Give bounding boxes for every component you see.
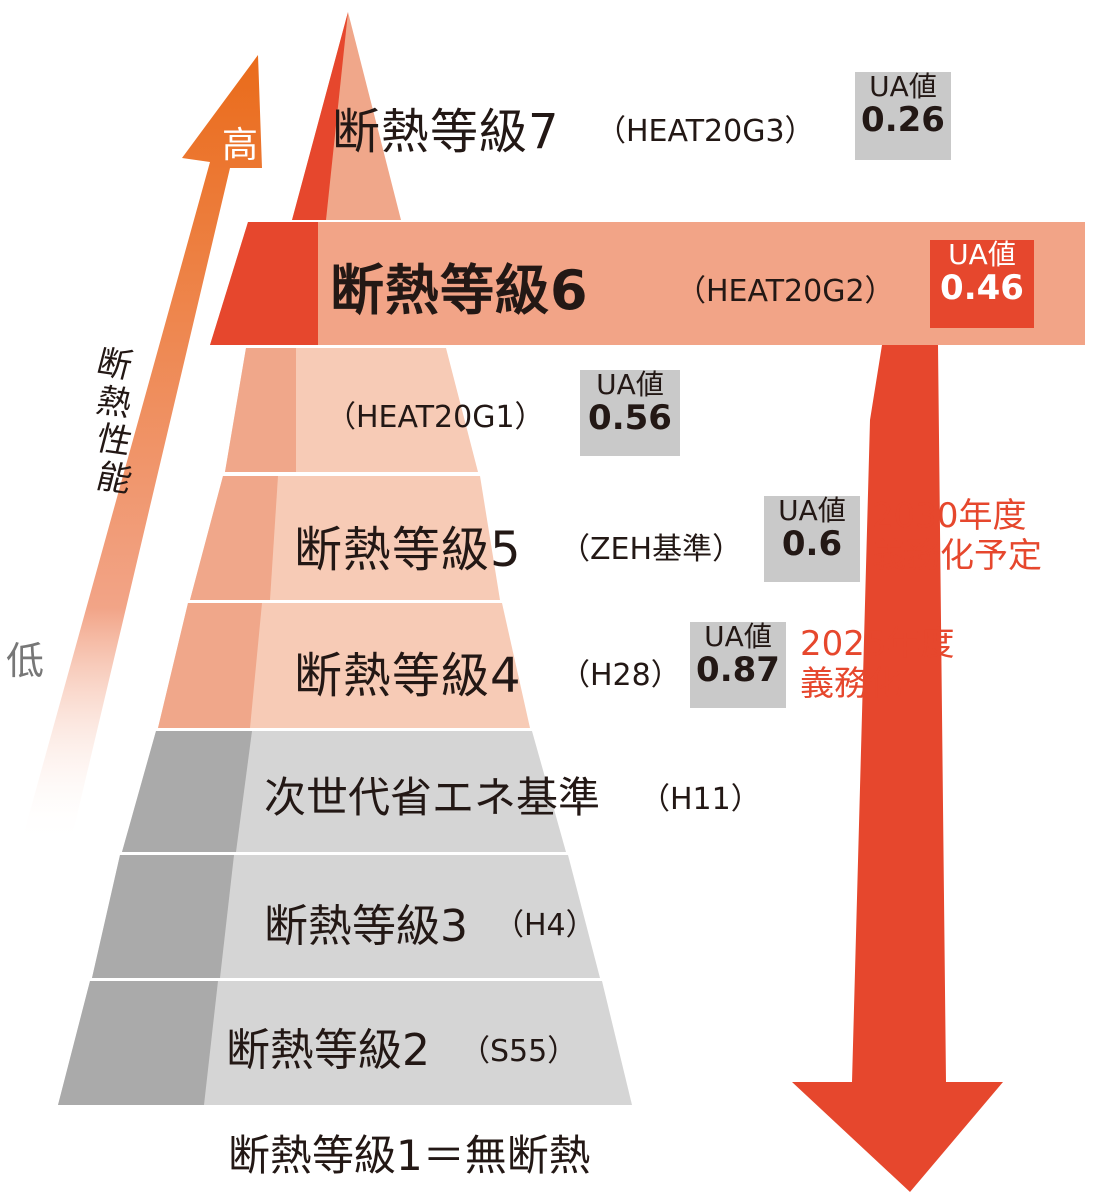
ua-value: 0.56	[588, 398, 672, 438]
grade4-subtitle: （H28）	[560, 658, 681, 693]
grade1-label: 断熱等級1＝無断熱	[228, 1131, 591, 1180]
grade2-title: 断熱等級2	[226, 1025, 430, 1076]
ua-value: 0.6	[781, 524, 843, 564]
axis-low-label: 低	[6, 639, 45, 683]
grade3-title: 断熱等級3	[264, 901, 468, 952]
g1-ua-box: UA値 0.56	[580, 370, 680, 456]
grade6-band-edge	[210, 222, 318, 345]
pyramid-apex-edge	[292, 12, 348, 220]
grade7-ua-box: UA値 0.26	[855, 72, 951, 160]
ua-label: UA値	[596, 368, 664, 401]
grade6-subtitle: （HEAT20G2）	[676, 274, 895, 309]
grade5-ua-box: UA値 0.6	[764, 496, 860, 582]
grade7-title: 断熱等級7	[332, 104, 560, 160]
ua-label: UA値	[778, 494, 846, 527]
grade6-title: 断熱等級6	[330, 259, 589, 322]
grade5-subtitle: （ZEH基準）	[560, 532, 743, 567]
grade2-band-edge	[58, 981, 218, 1105]
g1-band-edge	[225, 348, 296, 472]
grade5-mandate-note: 2030年度 義務化予定	[872, 496, 1042, 576]
downward-arrow	[792, 345, 1003, 1192]
ua-value: 0.46	[940, 268, 1024, 308]
grade5-note-status: 義務化予定	[872, 536, 1042, 576]
axis-title: 断熱性能	[88, 342, 128, 500]
h11-band-edge	[122, 731, 252, 852]
grade4-title: 断熱等級4	[294, 648, 522, 704]
g1-subtitle: （HEAT20G1）	[326, 400, 545, 435]
grade2-subtitle: （S55）	[460, 1034, 578, 1069]
h11-subtitle: （H11）	[640, 782, 761, 817]
grade5-note-year: 2030年度	[872, 496, 1027, 536]
h11-title: 次世代省エネ基準	[264, 773, 601, 822]
grade5-band-edge	[190, 476, 278, 600]
grade5-title: 断熱等級5	[294, 522, 522, 578]
ua-label: UA値	[704, 620, 772, 653]
ua-value: 0.87	[696, 650, 780, 690]
ua-value: 0.26	[861, 100, 945, 140]
grade7-subtitle: （HEAT20G3）	[596, 114, 815, 149]
grade3-band-edge	[92, 855, 234, 978]
ua-label: UA値	[869, 70, 937, 103]
grade4-ua-box: UA値 0.87	[690, 622, 786, 708]
ua-label: UA値	[948, 238, 1016, 271]
grade4-note-status: 義務化	[800, 664, 902, 704]
axis-high-label: 高	[222, 125, 259, 166]
grade3-subtitle: （H4）	[494, 908, 596, 943]
grade4-band-edge	[158, 603, 262, 728]
grade4-mandate-note: 2025年度 義務化	[800, 624, 955, 704]
performance-axis-arrow	[22, 55, 262, 845]
grade6-band	[210, 222, 1085, 345]
grade4-note-year: 2025年度	[800, 624, 955, 664]
grade6-ua-box: UA値 0.46	[930, 240, 1034, 328]
